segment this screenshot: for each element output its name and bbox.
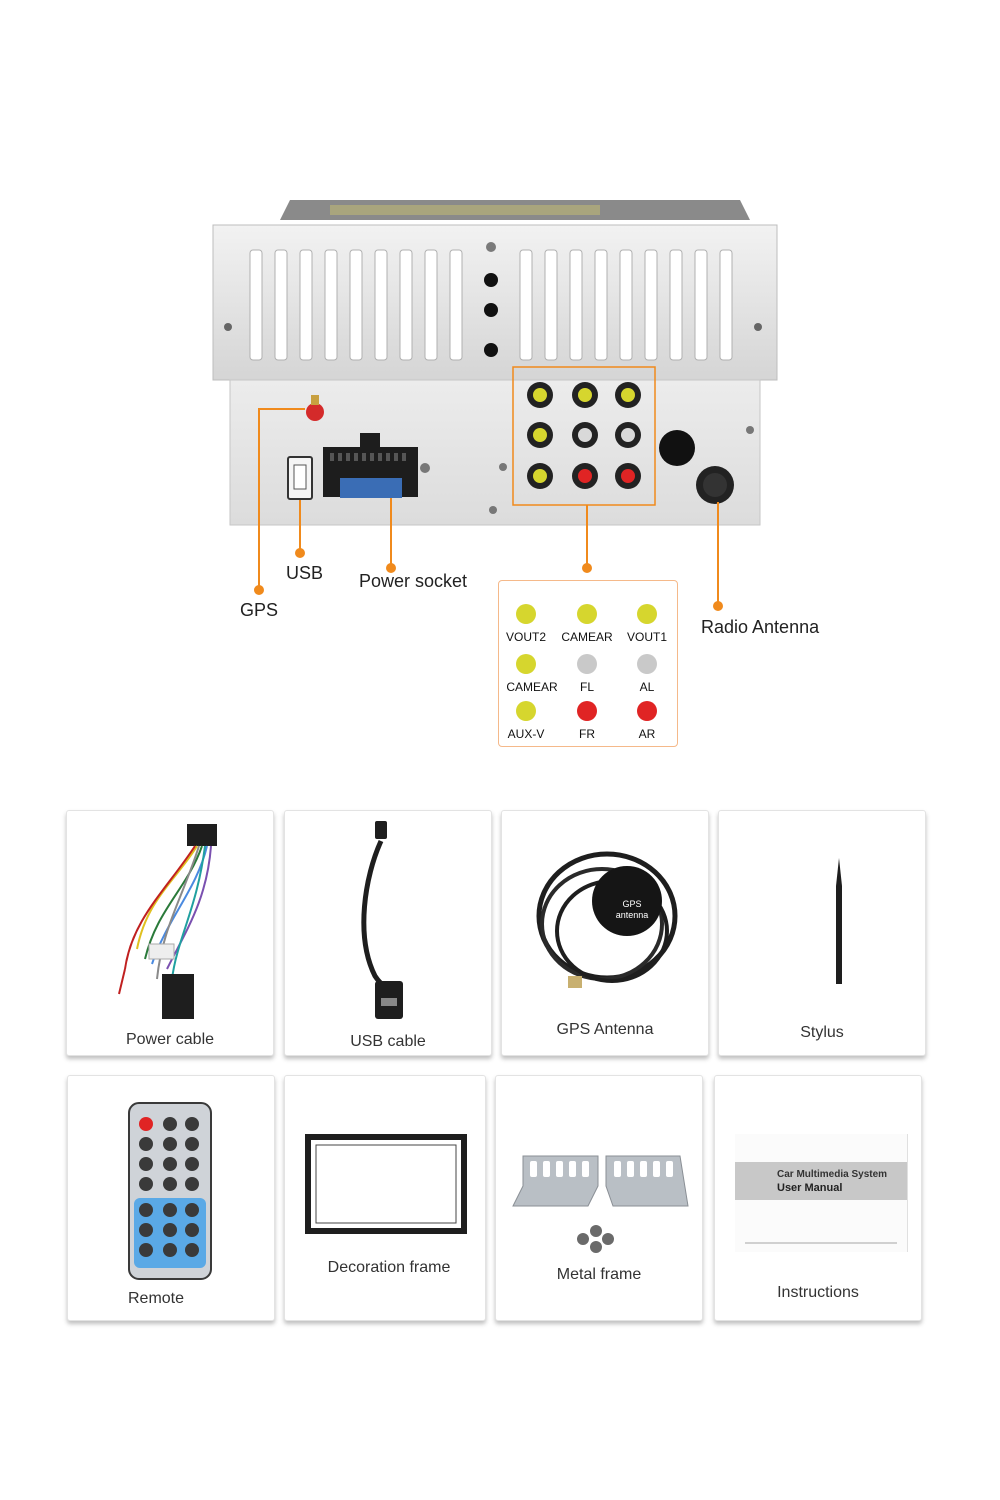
remote-label: Remote — [127, 1290, 185, 1307]
legend-item: AR — [617, 701, 677, 741]
decoration-frame-label: Decoration frame — [327, 1259, 451, 1276]
legend-item: AUX-V — [496, 701, 556, 741]
legend-item: FL — [557, 654, 617, 694]
legend-item: CAMEAR — [502, 654, 562, 694]
power-socket-label: Power socket — [359, 571, 468, 591]
legend-label: VOUT2 — [505, 630, 546, 644]
usb-cable-label: USB cable — [350, 1033, 426, 1050]
power-socket-callout-dot — [386, 563, 396, 573]
legend-color-dot — [516, 701, 536, 721]
accessory-card-metal-frame: Metal frame — [495, 1075, 703, 1321]
legend-color-dot — [637, 604, 657, 624]
power-socket-callout-line — [390, 498, 392, 565]
legend-label: CAMEAR — [561, 630, 613, 644]
legend-item: VOUT1 — [617, 604, 677, 644]
accessory-card-remote: Remote — [67, 1075, 275, 1321]
decoration-frame-image — [305, 1134, 467, 1234]
legend-label: AL — [639, 680, 655, 694]
manual-fine-print — [745, 1242, 897, 1244]
legend-color-dot — [577, 604, 597, 624]
radio-antenna-label: Radio Antenna — [701, 617, 820, 637]
accessory-card-stylus: Stylus — [718, 810, 926, 1056]
accessory-card-decoration-frame: Decoration frame — [284, 1075, 486, 1321]
legend-item: AL — [617, 654, 677, 694]
usb-callout-line — [299, 500, 301, 550]
manual-title-line2: User Manual — [777, 1182, 843, 1194]
usb-label: USB — [286, 563, 324, 583]
gps-antenna-image — [536, 851, 678, 988]
legend-label: FR — [579, 727, 595, 741]
gps-callout-line-h — [258, 408, 305, 410]
legend-label: FL — [579, 680, 594, 694]
usb-callout-dot — [295, 548, 305, 558]
stylus-label: Stylus — [800, 1024, 844, 1041]
gps-antenna-label: GPS Antenna — [556, 1021, 654, 1038]
legend-label: AR — [638, 727, 656, 741]
stylus-image — [836, 858, 842, 984]
gps-callout-dot — [254, 585, 264, 595]
power-cable-image — [118, 824, 217, 1019]
remote-image — [128, 1102, 212, 1280]
user-manual-image: Car Multimedia System User Manual — [735, 1134, 908, 1252]
legend-color-dot — [637, 654, 657, 674]
accessory-card-power-cable: Power cable — [66, 810, 274, 1056]
gps-callout-line-v — [258, 408, 260, 588]
legend-color-dot — [577, 654, 597, 674]
gps-antenna-text-line1: GPS — [622, 899, 642, 909]
rca-callout-line — [586, 505, 588, 565]
accessory-card-instructions: Car Multimedia System User Manual Instru… — [714, 1075, 922, 1321]
radio-antenna-callout-dot — [713, 601, 723, 611]
power-cable-label: Power cable — [125, 1031, 215, 1048]
head-unit-illustration — [212, 200, 778, 526]
gps-label: GPS — [240, 600, 279, 620]
head-unit-rear-view — [210, 195, 780, 540]
legend-color-dot — [637, 701, 657, 721]
accessory-card-gps-antenna: GPS antenna GPS Antenna — [501, 810, 709, 1056]
rca-legend: VOUT2 CAMEAR VOUT1 CAMEAR FL AL AUX-V FR… — [498, 580, 678, 747]
legend-item: VOUT2 — [496, 604, 556, 644]
legend-color-dot — [516, 654, 536, 674]
legend-color-dot — [516, 604, 536, 624]
gps-antenna-device-label: GPS antenna — [607, 899, 657, 921]
legend-label: AUX-V — [507, 727, 545, 741]
manual-title-line1: Car Multimedia System — [777, 1169, 888, 1180]
legend-item: CAMEAR — [557, 604, 617, 644]
usb-cable-image — [361, 821, 403, 1019]
rca-callout-dot — [582, 563, 592, 573]
legend-label: VOUT1 — [626, 630, 667, 644]
gps-antenna-text-line2: antenna — [615, 910, 649, 920]
accessory-card-usb-cable: USB cable — [284, 810, 492, 1056]
metal-frame-image — [512, 1155, 689, 1253]
instructions-label: Instructions — [777, 1284, 859, 1301]
legend-color-dot — [577, 701, 597, 721]
radio-antenna-callout-line — [717, 502, 719, 604]
legend-label: CAMEAR — [506, 680, 558, 694]
metal-frame-label: Metal frame — [556, 1266, 642, 1283]
manual-cover-band — [735, 1162, 907, 1200]
legend-item: FR — [557, 701, 617, 741]
